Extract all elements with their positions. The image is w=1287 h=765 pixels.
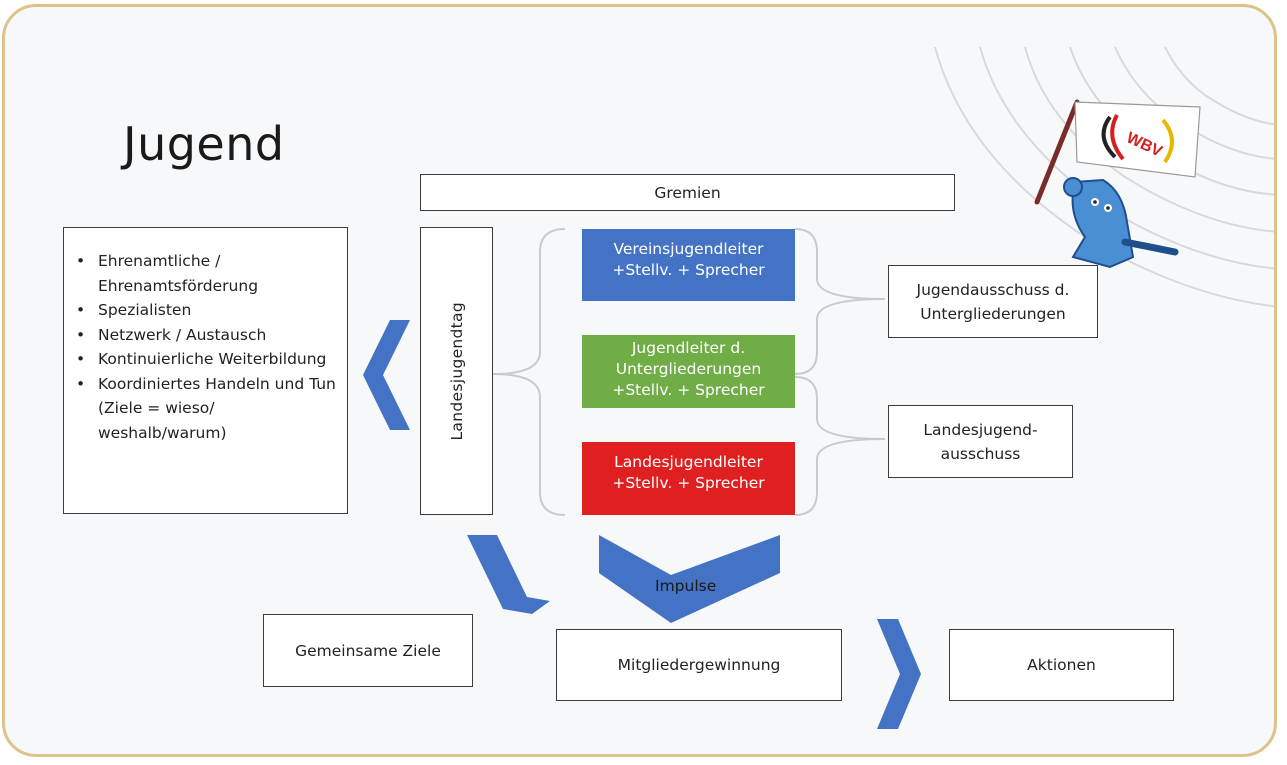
list-item: Spezialisten [76,298,347,323]
committee-line: Landesjugend- [923,420,1038,439]
role-line: +Stellv. + Sprecher [612,474,765,492]
role-line: +Stellv. + Sprecher [612,381,765,399]
mitgliedergewinnung-label: Mitgliedergewinnung [617,656,781,674]
role-jugendleiter-untergliederungen: Jugendleiter d. Untergliederungen +Stell… [582,335,795,408]
gemeinsame-ziele-box: Gemeinsame Ziele [263,614,473,687]
role-line: Untergliederungen [615,360,762,378]
wbv-mascot-logo: WBV [1034,99,1201,269]
committee-landesjugendausschuss: Landesjugend- ausschuss [888,405,1073,478]
list-item: Koordiniertes Handeln und Tun (Ziele = w… [76,372,347,446]
diagonal-arrow-icon [467,535,550,614]
committee-jugendausschuss: Jugendausschuss d. Untergliederungen [888,265,1098,338]
role-line: +Stellv. + Sprecher [612,261,765,279]
role-vereinsjugendleiter: Vereinsjugendleiter +Stellv. + Sprecher [582,229,795,301]
committee-line: Jugendausschuss d. [916,280,1070,299]
role-line: Jugendleiter d. [631,339,746,357]
committee-line: ausschuss [940,444,1021,463]
chevron-right-icon [877,619,921,729]
aktionen-box: Aktionen [949,629,1174,701]
impulse-chevron-icon [599,535,780,623]
impulse-label: Impulse [655,577,717,595]
list-item: Ehrenamtliche / Ehrenamtsförderung [76,249,347,298]
list-item: Kontinuierliche Weiterbildung [76,347,347,372]
committee-line: Untergliederungen [920,304,1066,323]
goals-list-box: Ehrenamtliche / Ehrenamtsförderung Spezi… [63,227,348,514]
page-title: Jugend [123,117,285,171]
list-item: Netzwerk / Austausch [76,323,347,348]
aktionen-label: Aktionen [1027,656,1096,674]
slide-frame: Jugend WBV Gremien Ehrenamtliche / Ehren… [2,4,1277,757]
connector-layer [363,228,921,729]
role-landesjugendleiter: Landesjugendleiter +Stellv. + Sprecher [582,442,795,515]
mitgliedergewinnung-box: Mitgliedergewinnung [556,629,842,701]
landesjugendtag-box: Landesjugendtag [420,227,493,515]
chevron-left-icon [363,320,410,430]
goals-list: Ehrenamtliche / Ehrenamtsförderung Spezi… [64,249,347,445]
gremien-box: Gremien [420,174,955,211]
gemeinsame-ziele-label: Gemeinsame Ziele [295,641,441,660]
role-line: Vereinsjugendleiter [613,240,764,258]
role-line: Landesjugendleiter [614,453,763,471]
gremien-label: Gremien [654,183,721,202]
